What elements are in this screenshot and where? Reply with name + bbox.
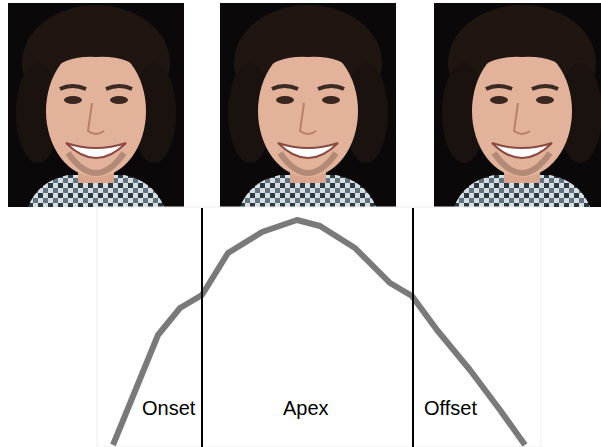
face-photo (8, 3, 184, 207)
phase-divider (201, 208, 203, 447)
phase-label: Onset (140, 397, 197, 419)
face-photo (220, 3, 396, 207)
intensity-curve (113, 220, 525, 445)
plot-area (97, 207, 541, 447)
face-photo (434, 3, 601, 207)
phase-label: Offset (422, 397, 479, 419)
phase-divider (412, 208, 414, 447)
phase-label: Apex (281, 397, 331, 419)
